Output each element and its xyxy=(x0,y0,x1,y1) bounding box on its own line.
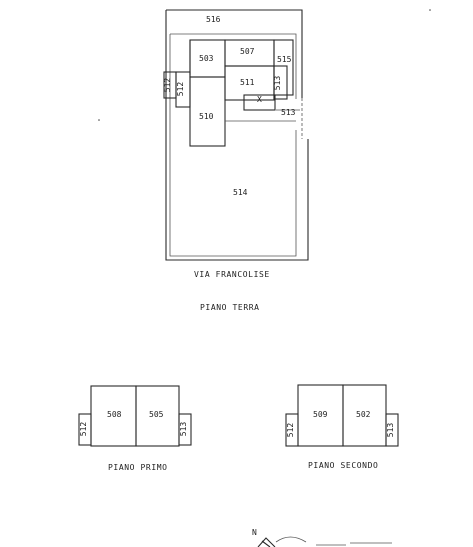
parcel-512-outer-label: 512 xyxy=(163,77,173,93)
room-513-primo xyxy=(178,413,192,446)
parcel-508-label: 508 xyxy=(107,410,122,419)
parcel-505-label: 505 xyxy=(149,410,164,419)
parcel-502-label: 502 xyxy=(356,410,371,419)
room-510 xyxy=(189,76,226,147)
parcel-513-small-label: 513 xyxy=(273,75,283,91)
parcel-512-inner-label: 512 xyxy=(176,81,186,97)
room-513-small xyxy=(273,65,288,100)
room-512-secondo xyxy=(285,413,299,447)
room-512-primo xyxy=(78,413,92,446)
stray-dot xyxy=(429,9,431,11)
parcel-509-label: 509 xyxy=(313,410,328,419)
parcel-512-secondo-label: 512 xyxy=(286,422,296,438)
parcel-507-label: 507 xyxy=(240,47,255,56)
north-arrow xyxy=(257,536,392,547)
street-label: VIA FRANCOLISE xyxy=(194,270,270,279)
parcel-516-label: 516 xyxy=(206,15,221,24)
lot-outline xyxy=(165,9,309,261)
stray-dot xyxy=(98,119,100,121)
second-floor-caption: PIANO SECONDO xyxy=(308,461,379,470)
north-label: N xyxy=(252,528,257,537)
parcel-514-label: 514 xyxy=(233,188,248,197)
parcel-513-secondo-label: 513 xyxy=(386,422,396,438)
parcel-515-label: 515 xyxy=(277,55,292,64)
x-box xyxy=(243,94,276,111)
room-513-line xyxy=(225,109,300,122)
x-mark: X xyxy=(257,95,262,104)
room-513-secondo xyxy=(385,413,399,447)
parcel-513-label: 513 xyxy=(281,108,296,117)
parcel-510-label: 510 xyxy=(199,112,214,121)
first-floor-caption: PIANO PRIMO xyxy=(108,463,168,472)
parcel-511-label: 511 xyxy=(240,78,255,87)
parcel-513-primo-label: 513 xyxy=(179,421,189,437)
parcel-503-label: 503 xyxy=(199,54,214,63)
lot-inner-line xyxy=(169,33,297,257)
parcel-512-primo-label: 512 xyxy=(79,421,89,437)
ground-floor-caption: PIANO TERRA xyxy=(200,303,260,312)
